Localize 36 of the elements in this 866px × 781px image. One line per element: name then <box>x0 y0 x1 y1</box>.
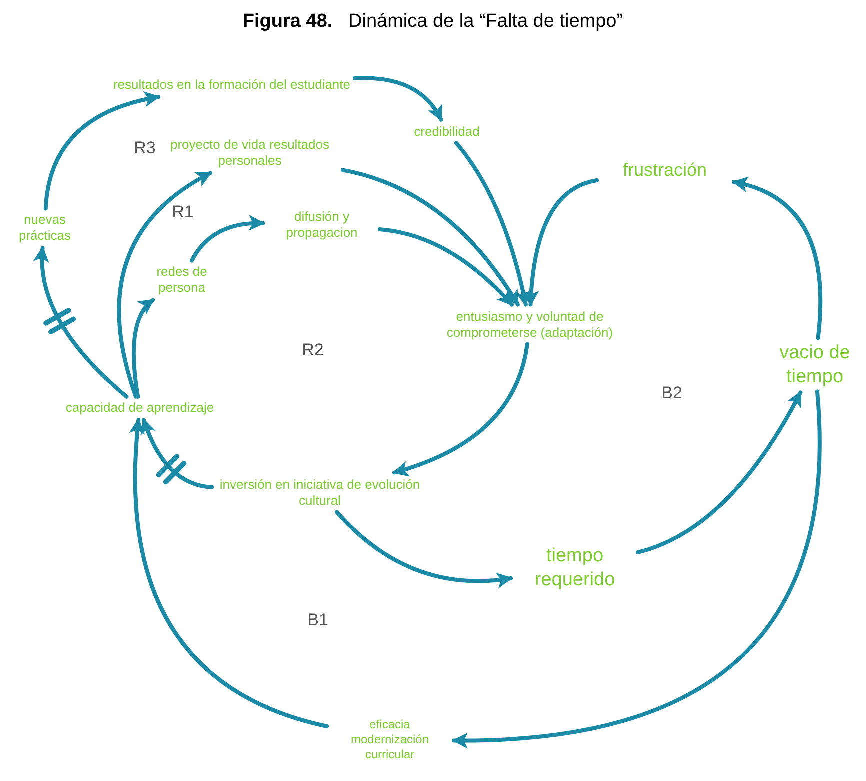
loop-label: R3 <box>134 137 156 160</box>
arrow <box>452 390 822 748</box>
arrow <box>190 215 265 263</box>
arrow <box>378 228 514 307</box>
variable-label: vacio de tiempo <box>765 341 865 389</box>
arrow <box>341 168 520 307</box>
variable-label: proyecto de vida resultados personales <box>160 136 340 170</box>
loop-label: R2 <box>302 339 324 362</box>
variable-label: redes de persona <box>137 264 227 296</box>
variable-label: nuevas prácticas <box>5 212 85 244</box>
arrow <box>132 298 156 399</box>
arrow <box>34 246 129 399</box>
arrow <box>636 390 803 555</box>
loop-label: B2 <box>662 382 682 404</box>
variable-label: credibilidad <box>397 124 497 140</box>
variable-label: frustración <box>600 158 730 182</box>
variable-label: capacidad de aprendizaje <box>35 400 245 416</box>
variable-label: eficacia modernización curricular <box>330 718 450 762</box>
loop-label: B1 <box>308 609 328 632</box>
variable-label: inversión en iniciativa de evolución cultural <box>215 476 425 510</box>
variable-label: entusiasmo y voluntad de comprometerse (adaptación) <box>415 308 645 342</box>
variable-label: resultados en la formación del estudiante <box>112 76 352 94</box>
arrow <box>334 510 513 588</box>
variable-label: difusión y propagacion <box>267 208 377 242</box>
arrow <box>141 418 214 490</box>
arrow <box>130 418 329 728</box>
arrow <box>392 342 530 476</box>
arrow <box>732 178 823 340</box>
arrow <box>454 141 531 307</box>
arrow <box>524 178 599 307</box>
arrow <box>353 76 444 122</box>
figure-title: Figura 48. Dinámica de la “Falta de tiempo” <box>242 10 624 34</box>
loop-label: R1 <box>172 201 194 224</box>
arrow <box>117 171 212 399</box>
arrow <box>44 92 160 211</box>
variable-label: tiempo requerido <box>515 544 635 592</box>
